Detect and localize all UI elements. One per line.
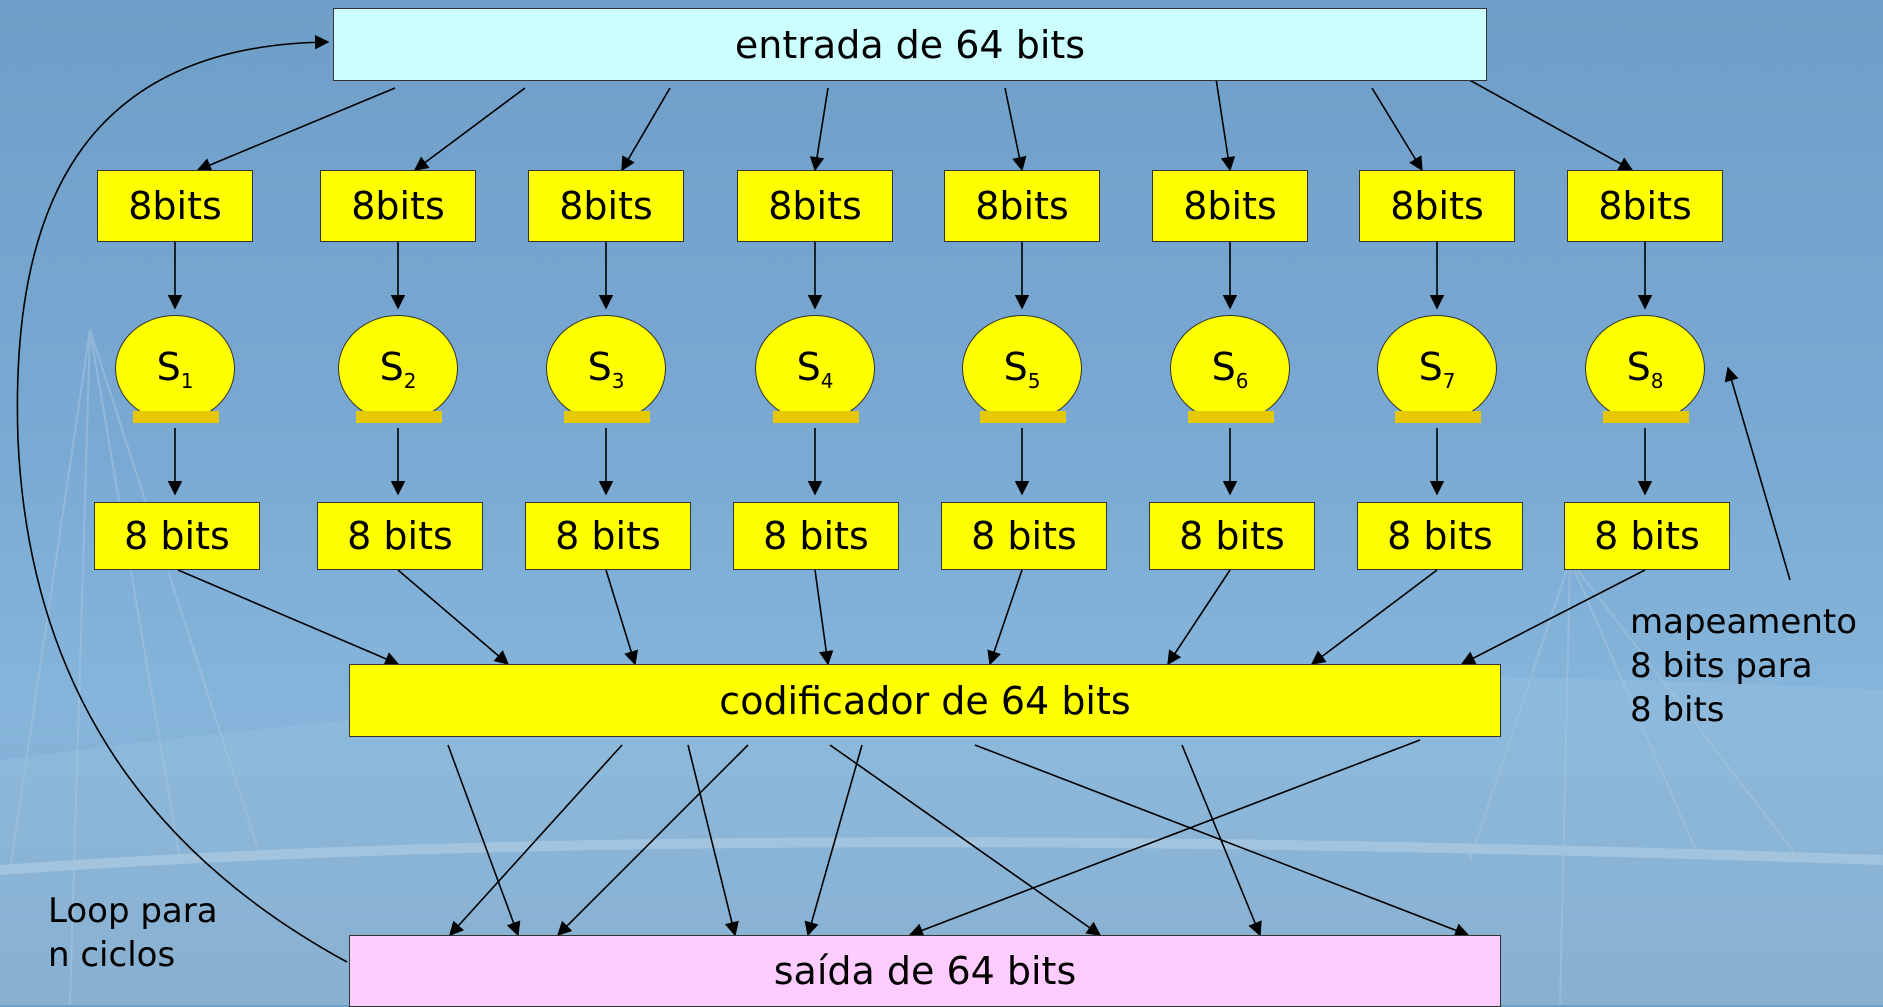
encoder-label: codificador de 64 bits — [719, 678, 1131, 723]
sbox-label: S2 — [379, 344, 417, 393]
arrow-encoder-output-6 — [829, 744, 1102, 936]
mapping-note-line-3: 8 bits — [1630, 690, 1725, 730]
arrow-block-encoder-1 — [177, 569, 400, 666]
top-block-2: 8bits — [320, 170, 476, 242]
input-64-bits-box: entrada de 64 bits — [333, 8, 1487, 81]
sbox-foot — [1188, 411, 1274, 423]
arrow-block-encoder-6 — [1167, 569, 1231, 666]
sbox-foot — [564, 411, 650, 423]
top-block-7: 8bits — [1359, 170, 1515, 242]
bottom-block-label: 8 bits — [1179, 514, 1285, 558]
arrow-input-5 — [1004, 87, 1027, 172]
top-block-label: 8bits — [559, 184, 653, 228]
bottom-block-label: 8 bits — [971, 514, 1077, 558]
sbox-label: S4 — [796, 344, 834, 393]
top-block-1: 8bits — [97, 170, 253, 242]
arrow-input-7 — [1371, 87, 1423, 172]
sbox-label: S6 — [1211, 344, 1249, 393]
output-label: saída de 64 bits — [773, 949, 1077, 993]
loop-note-line-1: Loop para — [48, 891, 218, 931]
output-64-bits-box: saída de 64 bits — [349, 935, 1501, 1007]
sbox-foot — [1395, 411, 1481, 423]
top-block-4: 8bits — [737, 170, 893, 242]
sbox-foot — [356, 411, 442, 423]
arrow-block-encoder-3 — [605, 569, 639, 666]
arrow-encoder-output-3 — [687, 744, 739, 937]
top-block-label: 8bits — [1598, 184, 1692, 228]
top-block-label: 8bits — [128, 184, 222, 228]
arrow-block-encoder-5 — [987, 569, 1023, 666]
sbox-label: S3 — [587, 344, 625, 393]
bottom-block-3: 8 bits — [525, 502, 691, 570]
sbox-6: S6 — [1170, 315, 1290, 423]
arrow-input-1 — [196, 87, 396, 172]
bottom-block-4: 8 bits — [733, 502, 899, 570]
sbox-label: S8 — [1626, 344, 1664, 393]
top-block-3: 8bits — [528, 170, 684, 242]
sbox-foot — [773, 411, 859, 423]
arrow-input-3 — [621, 87, 671, 172]
loop-note-line-2: n ciclos — [48, 935, 176, 975]
top-block-label: 8bits — [975, 184, 1069, 228]
arrow-input-6 — [1214, 71, 1236, 172]
bottom-block-label: 8 bits — [1594, 514, 1700, 558]
top-block-5: 8bits — [944, 170, 1100, 242]
arrow-encoder-output-9 — [908, 739, 1421, 938]
top-block-8: 8bits — [1567, 170, 1723, 242]
arrow-encoder-output-2 — [449, 744, 623, 937]
bottom-block-label: 8 bits — [1387, 514, 1493, 558]
sbox-3: S3 — [546, 315, 666, 423]
bottom-block-label: 8 bits — [763, 514, 869, 558]
sbox-label: S5 — [1003, 344, 1041, 393]
top-block-label: 8bits — [351, 184, 445, 228]
arrow-input-4 — [809, 87, 829, 172]
sbox-label: S7 — [1418, 344, 1456, 393]
bottom-block-6: 8 bits — [1149, 502, 1315, 570]
top-block-6: 8bits — [1152, 170, 1308, 242]
arrow-encoder-output-1 — [447, 744, 521, 937]
input-label: entrada de 64 bits — [734, 22, 1086, 67]
sbox-1: S1 — [115, 315, 235, 423]
mapping-note: mapeamento 8 bits para 8 bits — [1630, 600, 1857, 732]
sbox-foot — [980, 411, 1066, 423]
top-block-label: 8bits — [1390, 184, 1484, 228]
loop-note: Loop para n ciclos — [48, 889, 218, 977]
sbox-2: S2 — [338, 315, 458, 423]
arrow-encoder-output-5 — [804, 744, 863, 937]
bottom-block-2: 8 bits — [317, 502, 483, 570]
sbox-foot — [1603, 411, 1689, 423]
sbox-8: S8 — [1585, 315, 1705, 423]
mapping-note-line-2: 8 bits para — [1630, 646, 1813, 686]
top-block-label: 8bits — [1183, 184, 1277, 228]
mapping-note-line-1: mapeamento — [1630, 602, 1858, 642]
sbox-7: S7 — [1377, 315, 1497, 423]
bottom-block-label: 8 bits — [347, 514, 453, 558]
bottom-block-5: 8 bits — [941, 502, 1107, 570]
arrow-input-8 — [1454, 71, 1634, 171]
encoder-64-bits-box: codificador de 64 bits — [349, 664, 1501, 737]
bottom-block-8: 8 bits — [1564, 502, 1730, 570]
arrow-block-encoder-4 — [814, 569, 834, 666]
bottom-block-7: 8 bits — [1357, 502, 1523, 570]
arrow-encoder-output-4 — [556, 744, 749, 937]
arrow-encoder-output-8 — [1181, 744, 1262, 937]
arrow-block-encoder-8 — [1460, 569, 1646, 665]
sbox-label: S1 — [156, 344, 194, 393]
sbox-5: S5 — [962, 315, 1082, 423]
top-block-label: 8bits — [768, 184, 862, 228]
arrow-block-encoder-7 — [1310, 569, 1438, 665]
loop-back-arrow — [16, 34, 348, 963]
mapping-annotation-arrow — [1724, 366, 1791, 581]
bottom-block-1: 8 bits — [94, 502, 260, 570]
bottom-block-label: 8 bits — [555, 514, 661, 558]
arrow-block-encoder-2 — [397, 569, 510, 665]
arrow-input-2 — [413, 87, 526, 171]
sbox-foot — [133, 411, 219, 423]
bottom-block-label: 8 bits — [124, 514, 230, 558]
sbox-4: S4 — [755, 315, 875, 423]
